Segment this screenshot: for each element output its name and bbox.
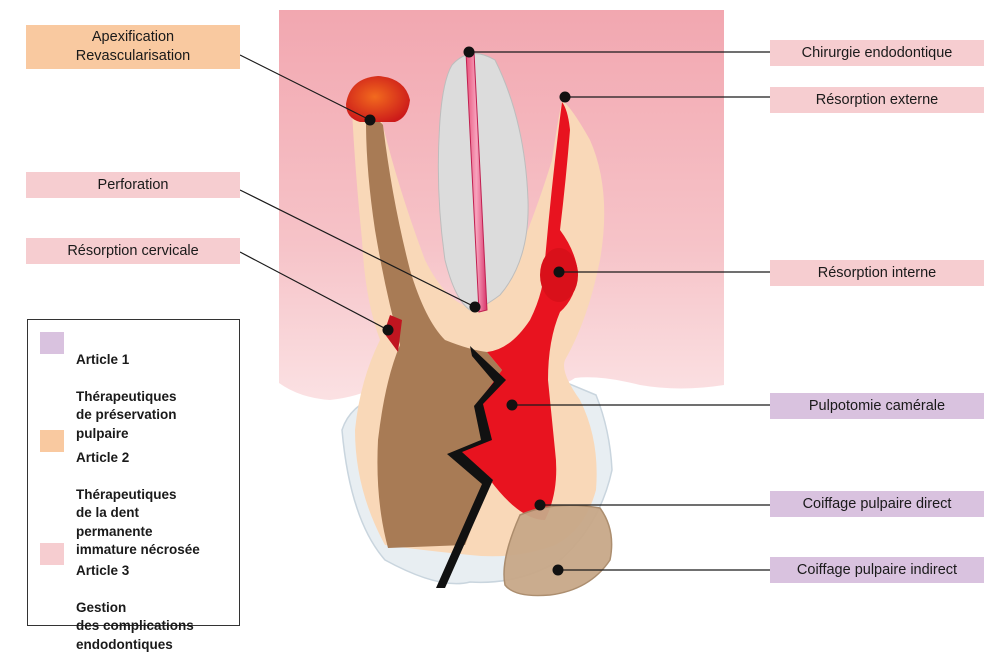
label-resorption-cervicale: Résorption cervicale — [26, 238, 240, 264]
legend-swatch-article1 — [40, 332, 64, 354]
legend: Article 1 Thérapeutiques de préservation… — [27, 319, 240, 652]
vital-pulp — [456, 102, 578, 520]
legend-text-article3: Gestion des complications endodontiques — [76, 599, 194, 652]
legend-text-article2: Thérapeutiques de la dent permanente imm… — [76, 486, 200, 558]
legend-item-article1: Article 1 Thérapeutiques de préservation… — [40, 332, 177, 443]
dot-pulpotomie — [506, 399, 518, 411]
dot-perforation — [469, 301, 481, 313]
necrotic-canal — [366, 120, 502, 548]
legend-swatch-article2 — [40, 430, 64, 452]
dot-coiffage-direct — [534, 499, 546, 511]
dot-chirurgie — [463, 46, 475, 58]
label-pulpotomie-camerale: Pulpotomie camérale — [770, 393, 984, 419]
crown-restoration — [503, 504, 613, 597]
label-perforation: Perforation — [26, 172, 240, 198]
legend-title-article3: Article 3 — [76, 562, 130, 578]
dot-resorption-interne — [553, 266, 565, 278]
legend-title-article2: Article 2 — [76, 449, 130, 465]
label-chirurgie-endodontique: Chirurgie endodontique — [770, 40, 984, 66]
cervical-resorption — [384, 315, 402, 352]
label-coiffage-indirect: Coiffage pulpaire indirect — [770, 557, 984, 583]
legend-swatch-article3 — [40, 543, 64, 565]
label-resorption-externe: Résorption externe — [770, 87, 984, 113]
legend-text-article1: Thérapeutiques de préservation pulpaire — [76, 388, 177, 441]
apical-plug — [346, 76, 410, 122]
leader-resorption-cervicale — [239, 251, 389, 331]
label-coiffage-direct: Coiffage pulpaire direct — [770, 491, 984, 517]
leader-perforation — [239, 189, 476, 308]
legend-item-article3: Article 3 Gestion des complications endo… — [40, 543, 194, 654]
label-resorption-interne: Résorption interne — [770, 260, 984, 286]
label-apexification-revascularisation: Apexification Revascularisation — [26, 25, 240, 69]
leader-apexification — [239, 54, 371, 121]
dot-resorption-externe — [559, 91, 571, 103]
fracture-line — [436, 346, 506, 588]
dot-coiffage-indirect — [552, 564, 564, 576]
legend-item-article2: Article 2 Thérapeutiques de la dent perm… — [40, 430, 200, 560]
dot-resorption-cervicale — [382, 324, 394, 336]
label-revascularisation: Revascularisation — [75, 48, 191, 64]
legend-title-article1: Article 1 — [76, 351, 130, 367]
root-canal-post — [437, 53, 529, 311]
tooth-diagram — [239, 10, 770, 597]
dot-apexification — [364, 114, 376, 126]
label-apexification: Apexification — [91, 29, 175, 45]
